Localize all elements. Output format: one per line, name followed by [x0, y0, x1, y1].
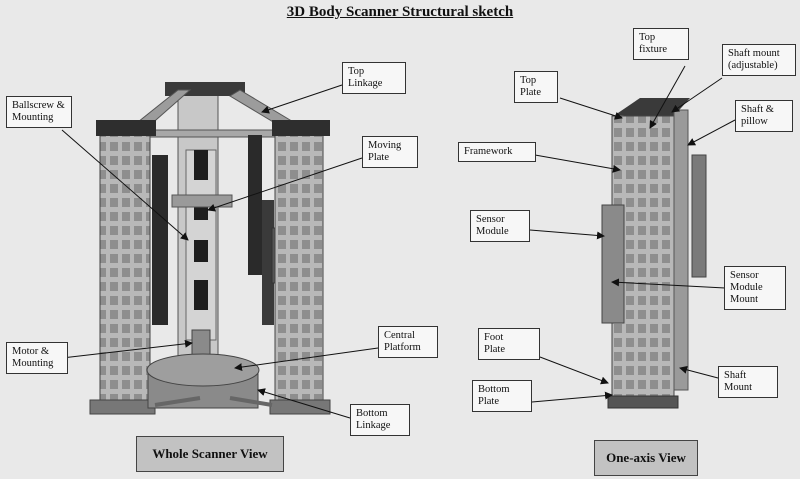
- one-axis-drawing: [601, 98, 707, 409]
- label-top-linkage: Top Linkage: [342, 62, 406, 94]
- caption-one-axis-view: One-axis View: [594, 440, 698, 476]
- page-title: 3D Body Scanner Structural sketch: [286, 4, 514, 20]
- label-foot-plate: Foot Plate: [478, 328, 540, 360]
- label-shaft-mount: Shaft Mount: [718, 366, 778, 398]
- caption-whole-scanner-view: Whole Scanner View: [136, 436, 284, 472]
- label-ballscrew-mounting: Ballscrew & Mounting: [6, 96, 72, 128]
- label-sensor-module: Sensor Module: [470, 210, 530, 242]
- label-sensor-module-mount: Sensor Module Mount: [724, 266, 786, 310]
- leader-arrows: [61, 65, 736, 419]
- label-shaft-pillow: Shaft & pillow: [735, 100, 793, 132]
- label-central-platform: Central Platform: [378, 326, 438, 358]
- label-top-fixture: Top fixture: [633, 28, 689, 60]
- label-top-plate: Top Plate: [514, 71, 558, 103]
- label-framework: Framework: [458, 142, 536, 162]
- whole-scanner-drawing: [89, 82, 331, 415]
- label-motor-mounting: Motor & Mounting: [6, 342, 68, 374]
- label-shaft-mount-adjustable: Shaft mount (adjustable): [722, 44, 796, 76]
- label-bottom-linkage: Bottom Linkage: [350, 404, 410, 436]
- label-bottom-plate: Bottom Plate: [472, 380, 532, 412]
- label-moving-plate: Moving Plate: [362, 136, 418, 168]
